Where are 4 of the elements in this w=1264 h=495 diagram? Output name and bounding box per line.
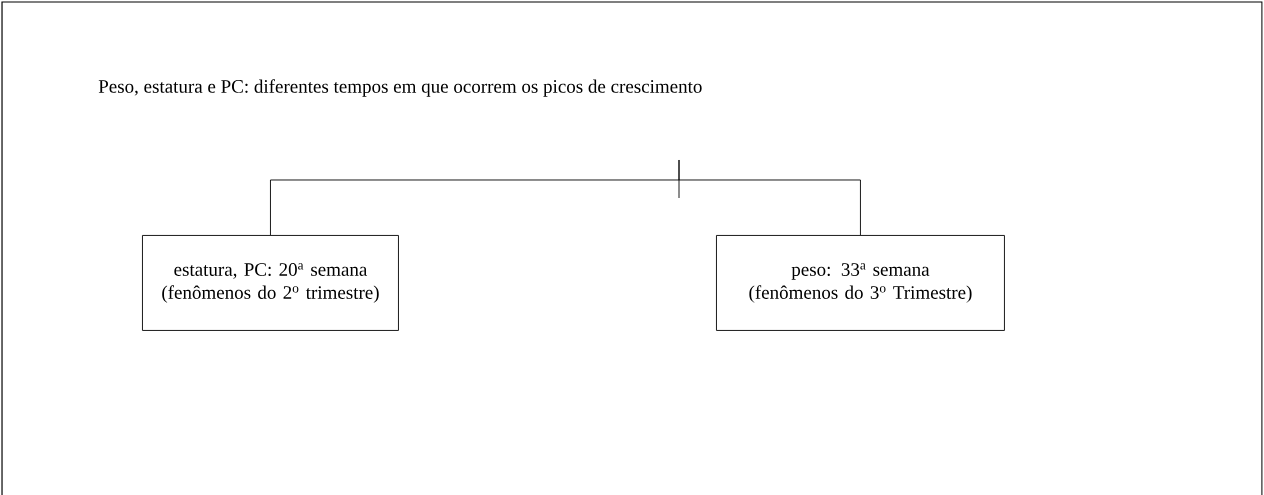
text-box: peso: 33$^{a}$ semana (fenômenos do 3$^{o}$ Trimestre): [716, 235, 1005, 331]
connector-line: [678, 159, 861, 236]
text-box: estatura, PC: 20$^{a}$ semana (fenômenos do 2$^{o}$ trimestre): [142, 235, 399, 331]
heading-text: Peso, estatura e PC: diferentes tempos em que ocorrem os picos de crescimento: [98, 79, 702, 97]
